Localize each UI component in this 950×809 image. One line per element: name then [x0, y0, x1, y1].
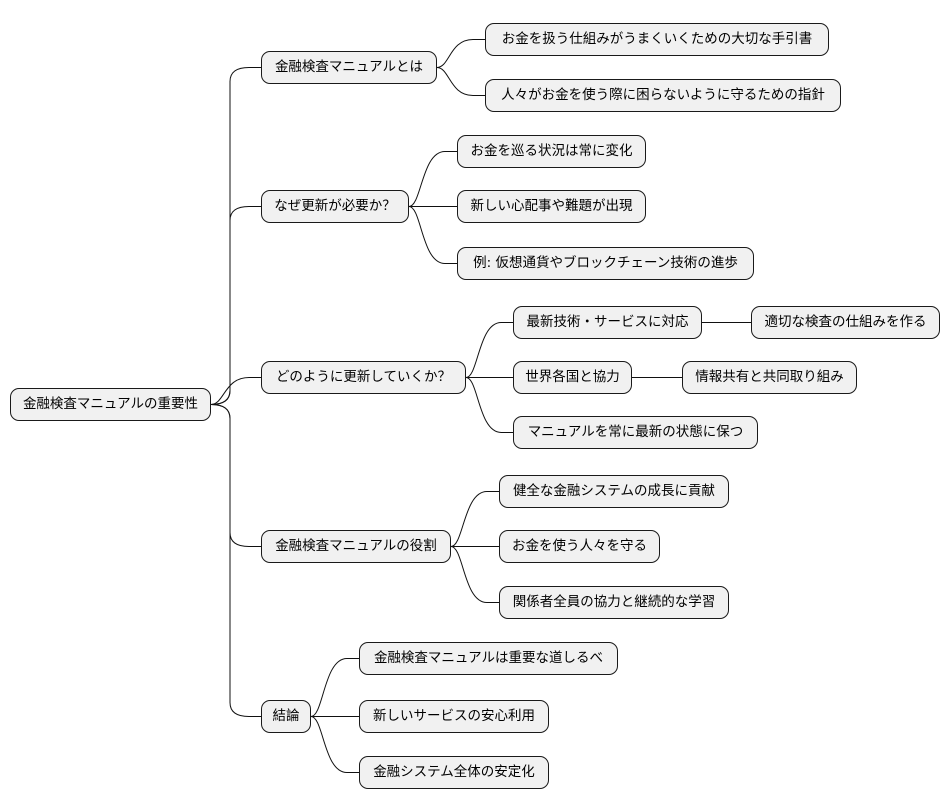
leaf-node: 健全な金融システムの成長に貢献 [499, 475, 729, 508]
leaf-node: お金を使う人々を守る [499, 530, 660, 563]
branch-node-conclusion: 結論 [261, 700, 311, 733]
connector-line [450, 546, 499, 603]
connector-line [450, 491, 499, 547]
branch-node-overview: 金融検査マニュアルとは [261, 51, 437, 84]
leaf-node: 例: 仮想通貨やブロックチェーン技術の進歩 [457, 247, 754, 280]
connector-line [436, 39, 485, 68]
leaf-node: お金を扱う仕組みがうまくいくための大切な手引書 [485, 23, 829, 56]
branch-node-role: 金融検査マニュアルの役割 [261, 530, 451, 563]
connector-line [210, 404, 261, 717]
connector-line [210, 377, 261, 405]
branch-node-how-update: どのように更新していくか？ [261, 361, 466, 394]
connector-line [436, 67, 485, 96]
connector-line [210, 67, 261, 405]
leaf-node: お金を巡る状況は常に変化 [457, 135, 646, 168]
connector-line [465, 322, 513, 378]
leaf-node: 情報共有と共同取り組み [682, 361, 857, 394]
leaf-node: 適切な検査の仕組みを作る [751, 306, 940, 339]
branch-node-why-update: なぜ更新が必要か？ [261, 190, 409, 223]
sub-node: 最新技術・サービスに対応 [513, 306, 702, 339]
connector-line [408, 206, 457, 264]
connector-line [310, 716, 359, 773]
connector-line [408, 151, 457, 207]
leaf-node: 関係者全員の協力と継続的な学習 [499, 586, 729, 619]
leaf-node: 金融システム全体の安定化 [359, 756, 549, 789]
leaf-node: 人々がお金を使う際に困らないように守るための指針 [485, 79, 841, 112]
connector-line [210, 206, 261, 405]
connector-line [310, 658, 359, 717]
sub-node: 世界各国と協力 [513, 361, 632, 394]
connector-line [210, 404, 261, 547]
leaf-node: 新しい心配事や難題が出現 [457, 190, 646, 223]
leaf-node: マニュアルを常に最新の状態に保つ [513, 416, 758, 449]
root-node: 金融検査マニュアルの重要性 [10, 388, 211, 421]
connector-line [465, 377, 513, 433]
leaf-node: 金融検査マニュアルは重要な道しるべ [359, 642, 618, 675]
leaf-node: 新しいサービスの安心利用 [359, 700, 549, 733]
